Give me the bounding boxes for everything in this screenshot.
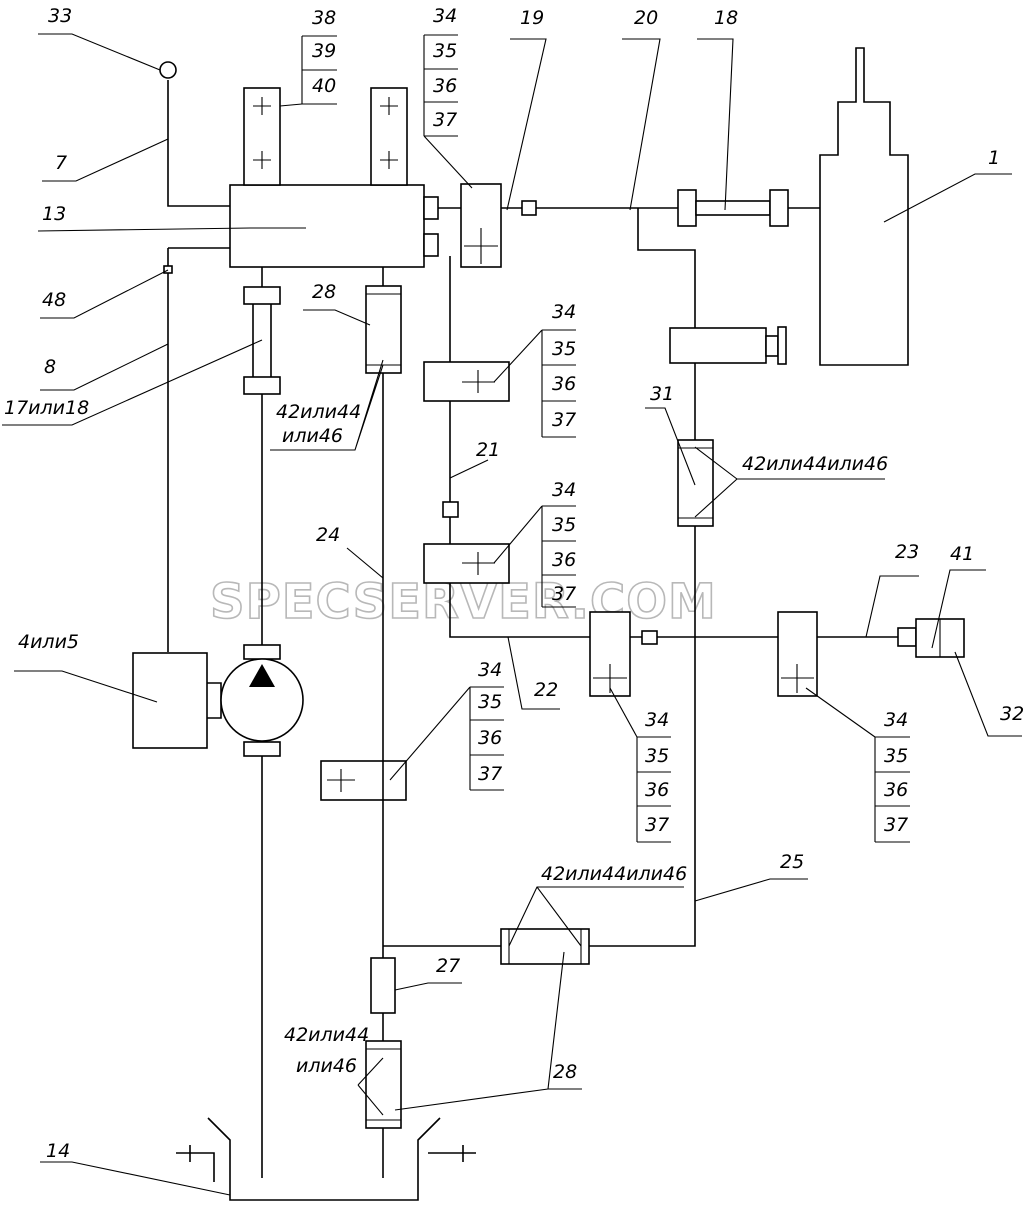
wire-7 bbox=[167, 80, 230, 207]
callout-42c: 42или44или46 bbox=[541, 863, 687, 885]
stack-34mid2-2: 36 bbox=[552, 549, 576, 571]
stack-34c2-3: 37 bbox=[884, 814, 908, 836]
plug-41 bbox=[897, 627, 917, 647]
wire-8 bbox=[167, 247, 230, 652]
coupling-22 bbox=[641, 630, 658, 645]
stack-34c1-1: 35 bbox=[645, 745, 669, 767]
hose-25 bbox=[500, 928, 590, 965]
port-upper bbox=[423, 196, 439, 220]
callout-24: 24 bbox=[316, 524, 340, 546]
callout-14: 14 bbox=[46, 1140, 70, 1162]
callout-28b: 28 bbox=[553, 1061, 577, 1083]
pump-bottom-port bbox=[243, 741, 281, 757]
stack-34low-3: 37 bbox=[478, 763, 502, 785]
callout-42b: 42или44или46 bbox=[742, 453, 888, 475]
hose-17-bottom bbox=[243, 376, 281, 395]
stack-34mid1-3: 37 bbox=[552, 409, 576, 431]
stack-34top-0: 34 bbox=[433, 5, 457, 27]
pump bbox=[220, 658, 304, 742]
filter-18-body bbox=[695, 200, 771, 216]
tank-1 bbox=[819, 47, 909, 366]
port-lower bbox=[423, 233, 439, 257]
callout-42d-line1: 42или44 bbox=[284, 1024, 369, 1046]
stack-34top-1: 35 bbox=[433, 40, 457, 62]
callout-13: 13 bbox=[42, 203, 66, 225]
stack-34top-3: 37 bbox=[433, 109, 457, 131]
stack-top-0: 38 bbox=[312, 7, 336, 29]
actuator-cylinder bbox=[669, 327, 767, 364]
pump-arrow-icon bbox=[249, 664, 275, 687]
stack-34c2-1: 35 bbox=[884, 745, 908, 767]
actuator-rod bbox=[765, 335, 779, 357]
callout-25: 25 bbox=[780, 851, 804, 873]
stack-34c1-2: 36 bbox=[645, 779, 669, 801]
hose-28 bbox=[365, 285, 402, 374]
callout-8: 8 bbox=[44, 356, 56, 378]
stack-34mid2-0: 34 bbox=[552, 479, 576, 501]
motor-4or5 bbox=[132, 652, 208, 749]
stack-34c2-2: 36 bbox=[884, 779, 908, 801]
hose-28-lower bbox=[365, 1040, 402, 1129]
callout-33: 33 bbox=[48, 5, 72, 27]
filter-18-right bbox=[769, 189, 789, 227]
stack-34mid2-3: 37 bbox=[552, 583, 576, 605]
callout-17or18: 17или18 bbox=[4, 397, 89, 419]
callout-23: 23 bbox=[895, 541, 919, 563]
stack-34mid1-2: 36 bbox=[552, 373, 576, 395]
connector-48 bbox=[163, 265, 173, 274]
connector-21 bbox=[442, 501, 459, 518]
callout-41: 41 bbox=[950, 543, 974, 565]
callout-19: 19 bbox=[520, 7, 544, 29]
callout-20: 20 bbox=[634, 7, 658, 29]
callout-18: 18 bbox=[714, 7, 738, 29]
callout-28a: 28 bbox=[312, 281, 336, 303]
filter-27 bbox=[370, 957, 396, 1014]
callout-42a-line2: или46 bbox=[282, 425, 343, 447]
stack-34mid1-0: 34 bbox=[552, 301, 576, 323]
stack-34low-2: 36 bbox=[478, 727, 502, 749]
callout-27: 27 bbox=[436, 955, 460, 977]
sensor-33 bbox=[159, 61, 177, 79]
stack-top-2: 40 bbox=[312, 75, 336, 97]
stack-34mid2-1: 35 bbox=[552, 514, 576, 536]
stack-top-1: 39 bbox=[312, 40, 336, 62]
control-block-13 bbox=[229, 184, 425, 268]
stack-34c2-0: 34 bbox=[884, 709, 908, 731]
callout-4or5: 4или5 bbox=[18, 631, 79, 653]
reservoir-14 bbox=[207, 1117, 441, 1201]
callout-1: 1 bbox=[988, 147, 1000, 169]
callout-32: 32 bbox=[1000, 703, 1024, 725]
stack-34low-0: 34 bbox=[478, 659, 502, 681]
actuator-head bbox=[777, 326, 787, 365]
callout-22: 22 bbox=[534, 679, 558, 701]
hose-17-top bbox=[243, 286, 281, 305]
stack-34low-1: 35 bbox=[478, 691, 502, 713]
stack-34mid1-1: 35 bbox=[552, 338, 576, 360]
pump-top-port bbox=[243, 644, 281, 660]
filter-18-left bbox=[677, 189, 697, 227]
callout-42a-line1: 42или44 bbox=[276, 401, 361, 423]
coupling-19 bbox=[521, 200, 537, 216]
hose-31 bbox=[677, 439, 714, 527]
callout-21: 21 bbox=[476, 439, 500, 461]
callout-31: 31 bbox=[650, 383, 674, 405]
callout-48: 48 bbox=[42, 289, 66, 311]
stack-34top-2: 36 bbox=[433, 75, 457, 97]
stack-34c1-3: 37 bbox=[645, 814, 669, 836]
stack-34c1-0: 34 bbox=[645, 709, 669, 731]
callout-7: 7 bbox=[55, 152, 67, 174]
callout-42d-line2: или46 bbox=[296, 1055, 357, 1077]
